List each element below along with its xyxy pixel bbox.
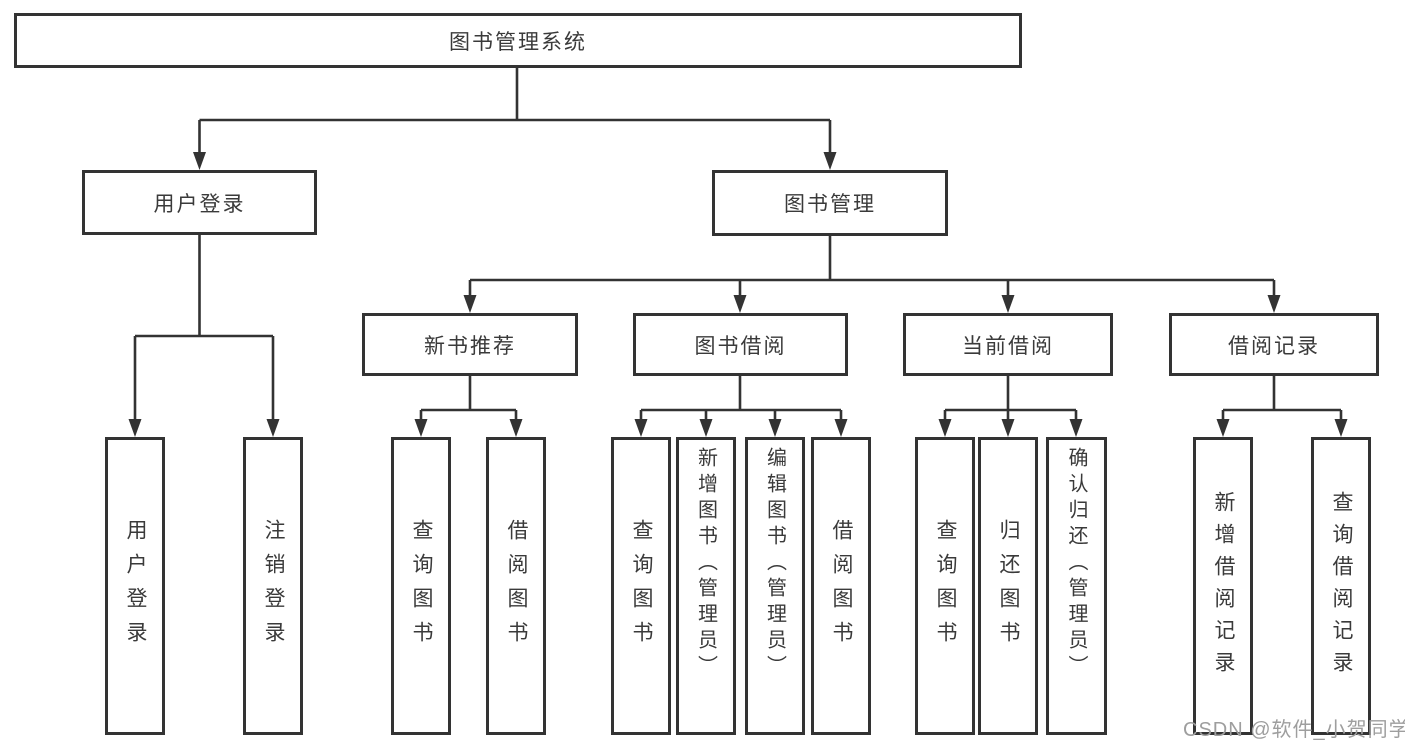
node-label: 新书推荐: [424, 334, 516, 358]
node-label: 图书管理系统: [449, 30, 587, 54]
leaf-add-books-admin: 新增图书（管理员）: [676, 437, 736, 735]
node-label: 查询借阅记录: [1330, 491, 1353, 683]
node-label: 借阅图书: [830, 519, 853, 655]
node-label: 查询图书: [410, 519, 433, 655]
leaf-user-login: 用户登录: [105, 437, 165, 735]
node-book-management: 图书管理: [712, 170, 948, 236]
leaf-query-books-borrowing: 查询图书: [611, 437, 671, 735]
node-label: 借阅图书: [505, 519, 528, 655]
node-label: 查询图书: [630, 519, 653, 655]
node-borrowing-records: 借阅记录: [1169, 313, 1379, 376]
csdn-watermark: CSDN @软件_小贺同学: [1183, 719, 1405, 741]
node-label: 归还图书: [997, 519, 1020, 655]
node-label: 确认归还（管理员）: [1065, 447, 1087, 681]
node-label: 新增借阅记录: [1212, 491, 1235, 683]
leaf-query-books-current: 查询图书: [915, 437, 975, 735]
leaf-borrow-books-recommend: 借阅图书: [486, 437, 546, 735]
leaf-return-books: 归还图书: [978, 437, 1038, 735]
node-library-management-system: 图书管理系统: [14, 13, 1022, 68]
leaf-logout-login: 注销登录: [243, 437, 303, 735]
leaf-borrow-books-borrowing: 借阅图书: [811, 437, 871, 735]
node-current-borrowing: 当前借阅: [903, 313, 1113, 376]
leaf-add-borrow-record: 新增借阅记录: [1193, 437, 1253, 735]
node-label: 借阅记录: [1228, 334, 1320, 358]
node-label: 当前借阅: [962, 334, 1054, 358]
leaf-query-borrow-record: 查询借阅记录: [1311, 437, 1371, 735]
node-label: 图书借阅: [694, 334, 787, 358]
node-label: 用户登录: [124, 519, 147, 655]
node-label: 新增图书（管理员）: [694, 447, 717, 681]
node-label: 注销登录: [262, 519, 285, 655]
node-user-login: 用户登录: [82, 170, 317, 235]
node-label: 编辑图书（管理员）: [763, 447, 786, 681]
leaf-query-books-recommend: 查询图书: [391, 437, 451, 735]
leaf-edit-books-admin: 编辑图书（管理员）: [745, 437, 805, 735]
node-new-book-recommend: 新书推荐: [362, 313, 578, 376]
node-book-borrowing: 图书借阅: [633, 313, 848, 376]
node-label: 用户登录: [153, 192, 246, 216]
leaf-confirm-return-admin: 确认归还（管理员）: [1046, 437, 1107, 735]
node-label: 图书管理: [784, 193, 876, 216]
node-label: 查询图书: [934, 519, 957, 655]
